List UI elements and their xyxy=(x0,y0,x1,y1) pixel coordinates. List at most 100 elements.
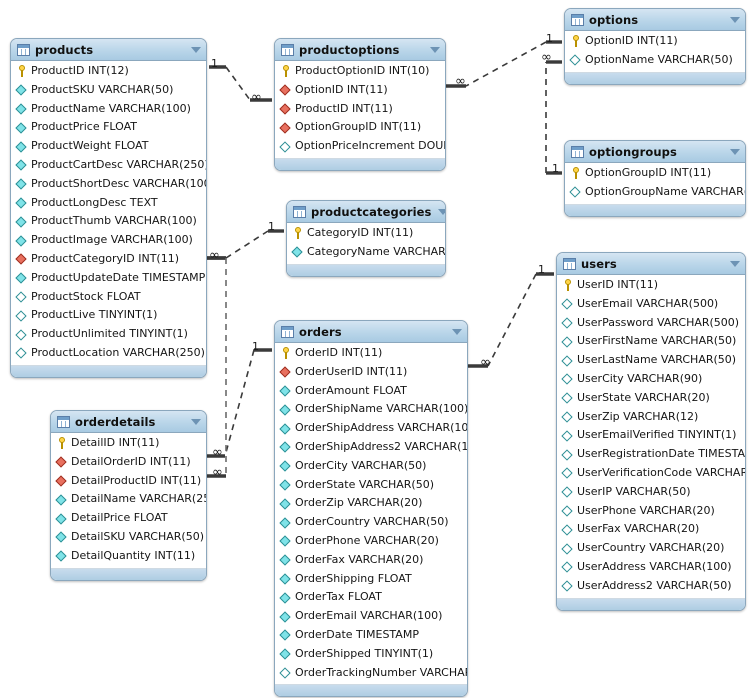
field-row[interactable]: UserFax VARCHAR(20) xyxy=(557,520,745,539)
table-header-optiongroups[interactable]: optiongroups xyxy=(565,141,745,163)
table-header-options[interactable]: options xyxy=(565,9,745,31)
chevron-down-icon[interactable] xyxy=(730,148,740,155)
field-row[interactable]: UserState VARCHAR(20) xyxy=(557,389,745,408)
field-row[interactable]: OptionPriceIncrement DOUBLE xyxy=(275,137,445,156)
field-row[interactable]: UserID INT(11) xyxy=(557,276,745,295)
field-row[interactable]: OrderID INT(11) xyxy=(275,344,467,363)
field-row[interactable]: OrderUserID INT(11) xyxy=(275,363,467,382)
field-row[interactable]: DetailQuantity INT(11) xyxy=(51,547,206,566)
field-row[interactable]: UserFirstName VARCHAR(50) xyxy=(557,332,745,351)
field-row[interactable]: ProductLive TINYINT(1) xyxy=(11,306,206,325)
field-row[interactable]: ProductUpdateDate TIMESTAMP xyxy=(11,269,206,288)
field-row[interactable]: OptionID INT(11) xyxy=(275,81,445,100)
field-row[interactable]: OrderFax VARCHAR(20) xyxy=(275,551,467,570)
field-row[interactable]: ProductWeight FLOAT xyxy=(11,137,206,156)
field-label: ProductUnlimited TINYINT(1) xyxy=(31,327,188,341)
field-row[interactable]: ProductShortDesc VARCHAR(1000) xyxy=(11,175,206,194)
field-row[interactable]: UserZip VARCHAR(12) xyxy=(557,408,745,427)
field-row[interactable]: CategoryID INT(11) xyxy=(287,224,445,243)
field-row[interactable]: ProductLocation VARCHAR(250) xyxy=(11,344,206,363)
field-row[interactable]: DetailID INT(11) xyxy=(51,434,206,453)
field-row[interactable]: OrderDate TIMESTAMP xyxy=(275,626,467,645)
table-header-orderdetails[interactable]: orderdetails xyxy=(51,411,206,433)
field-row[interactable]: ProductThumb VARCHAR(100) xyxy=(11,212,206,231)
chevron-down-icon[interactable] xyxy=(437,208,445,215)
field-row[interactable]: CategoryName VARCHAR(50) xyxy=(287,243,445,262)
field-row[interactable]: ProductID INT(12) xyxy=(11,62,206,81)
field-row[interactable]: OrderCountry VARCHAR(50) xyxy=(275,513,467,532)
field-row[interactable]: ProductCategoryID INT(11) xyxy=(11,250,206,269)
field-row[interactable]: ProductCartDesc VARCHAR(250) xyxy=(11,156,206,175)
table-header-users[interactable]: users xyxy=(557,253,745,275)
field-row[interactable]: ProductID INT(11) xyxy=(275,100,445,119)
field-row[interactable]: UserRegistrationDate TIMESTAMP xyxy=(557,445,745,464)
field-row[interactable]: ProductUnlimited TINYINT(1) xyxy=(11,325,206,344)
chevron-down-icon[interactable] xyxy=(730,260,740,267)
field-row[interactable]: DetailSKU VARCHAR(50) xyxy=(51,528,206,547)
field-row[interactable]: ProductPrice FLOAT xyxy=(11,118,206,137)
chevron-down-icon[interactable] xyxy=(191,418,201,425)
field-row[interactable]: UserAddress VARCHAR(100) xyxy=(557,558,745,577)
field-row[interactable]: OrderState VARCHAR(50) xyxy=(275,476,467,495)
field-row[interactable]: OrderShipping FLOAT xyxy=(275,570,467,589)
table-header-productcategories[interactable]: productcategories xyxy=(287,201,445,223)
field-row[interactable]: OrderEmail VARCHAR(100) xyxy=(275,607,467,626)
table-header-productoptions[interactable]: productoptions xyxy=(275,39,445,61)
field-row[interactable]: UserPassword VARCHAR(500) xyxy=(557,314,745,333)
chevron-down-icon[interactable] xyxy=(452,328,462,335)
field-row[interactable]: OrderShipAddress2 VARCHAR(100) xyxy=(275,438,467,457)
field-label: OptionGroupName VARCHAR(50) xyxy=(585,184,745,198)
field-row[interactable]: UserAddress2 VARCHAR(50) xyxy=(557,577,745,596)
field-row[interactable]: UserVerificationCode VARCHAR(20) xyxy=(557,464,745,483)
field-row[interactable]: OptionGroupName VARCHAR(50) xyxy=(565,183,745,202)
field-row[interactable]: UserEmailVerified TINYINT(1) xyxy=(557,426,745,445)
field-row[interactable]: OrderShipName VARCHAR(100) xyxy=(275,400,467,419)
table-header-products[interactable]: products xyxy=(11,39,206,61)
nullable-column-diamond-icon xyxy=(570,186,582,198)
field-row[interactable]: ProductName VARCHAR(100) xyxy=(11,100,206,119)
chevron-down-icon[interactable] xyxy=(730,16,740,23)
field-row[interactable]: DetailProductID INT(11) xyxy=(51,472,206,491)
field-row[interactable]: OrderAmount FLOAT xyxy=(275,382,467,401)
nullable-column-diamond-icon xyxy=(562,486,574,498)
field-row[interactable]: OptionGroupID INT(11) xyxy=(275,118,445,137)
chevron-down-icon[interactable] xyxy=(191,46,201,53)
field-row[interactable]: ProductOptionID INT(10) xyxy=(275,62,445,81)
field-row[interactable]: OptionGroupID INT(11) xyxy=(565,164,745,183)
field-row[interactable]: DetailName VARCHAR(250) xyxy=(51,490,206,509)
table-header-orders[interactable]: orders xyxy=(275,321,467,343)
field-row[interactable]: OrderTrackingNumber VARCHAR(80) xyxy=(275,664,467,683)
field-row[interactable]: UserCity VARCHAR(90) xyxy=(557,370,745,389)
table-icon xyxy=(57,415,70,428)
field-row[interactable]: OrderZip VARCHAR(20) xyxy=(275,494,467,513)
field-label: ProductSKU VARCHAR(50) xyxy=(31,82,174,96)
field-row[interactable]: ProductLongDesc TEXT xyxy=(11,194,206,213)
field-row[interactable]: OrderShipped TINYINT(1) xyxy=(275,645,467,664)
field-row[interactable]: OrderTax FLOAT xyxy=(275,588,467,607)
field-row[interactable]: OrderCity VARCHAR(50) xyxy=(275,457,467,476)
field-row[interactable]: OptionName VARCHAR(50) xyxy=(565,51,745,70)
field-row[interactable]: UserPhone VARCHAR(20) xyxy=(557,502,745,521)
field-row[interactable]: OptionID INT(11) xyxy=(565,32,745,51)
field-row[interactable]: OrderPhone VARCHAR(20) xyxy=(275,532,467,551)
field-row[interactable]: DetailOrderID INT(11) xyxy=(51,453,206,472)
field-row[interactable]: UserIP VARCHAR(50) xyxy=(557,483,745,502)
nullable-column-diamond-icon xyxy=(562,467,574,479)
field-row[interactable]: ProductSKU VARCHAR(50) xyxy=(11,81,206,100)
field-row[interactable]: OrderShipAddress VARCHAR(100) xyxy=(275,419,467,438)
field-row[interactable]: ProductStock FLOAT xyxy=(11,288,206,307)
field-row[interactable]: UserLastName VARCHAR(50) xyxy=(557,351,745,370)
field-row[interactable]: ProductImage VARCHAR(100) xyxy=(11,231,206,250)
field-row[interactable]: UserCountry VARCHAR(20) xyxy=(557,539,745,558)
chevron-down-icon[interactable] xyxy=(430,46,440,53)
field-row[interactable]: DetailPrice FLOAT xyxy=(51,509,206,528)
field-row[interactable]: UserEmail VARCHAR(500) xyxy=(557,295,745,314)
